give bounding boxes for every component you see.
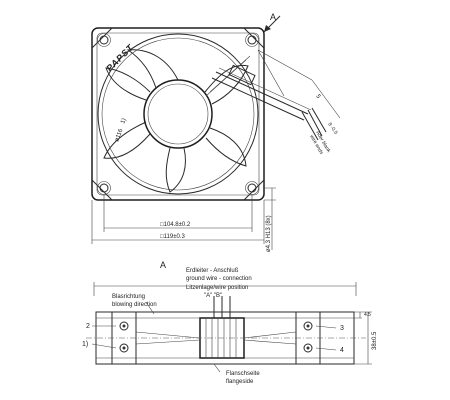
- wire-cable: 5 8 -0.5 Ader blank wire ends: [211, 49, 341, 156]
- hub-outer: [143, 79, 213, 149]
- dim-frame-size: □119±0.3: [160, 234, 185, 240]
- side-hole-lt: [119, 321, 129, 331]
- blade-edges: [135, 331, 297, 345]
- view-marker-bottom: A: [160, 260, 166, 270]
- view-arrow-head: [264, 25, 271, 32]
- flange-side-en: flangeside: [226, 379, 254, 385]
- view-marker-top: A: [270, 12, 276, 22]
- wire-line-a: [211, 77, 305, 121]
- right-label-4: 4: [340, 347, 344, 354]
- airflow-label-en: blowing direction: [112, 302, 157, 308]
- side-hole-lb-dot: [122, 346, 126, 350]
- front-view-dimensions: □104.8±0.2 □119±0.3 ø4.3 H13 (8x): [91, 187, 276, 252]
- cable-gland: [228, 64, 256, 86]
- diameter-note: 1): [120, 118, 127, 125]
- venturi-inner-ring: [101, 37, 255, 191]
- dim-hole-spacing: □104.8±0.2: [160, 222, 191, 228]
- support-strut: [205, 55, 251, 97]
- dim-extension-lines: [91, 194, 265, 244]
- depth-dimension: 38±0.5: [372, 331, 378, 350]
- flange-dim-lines: [354, 312, 362, 319]
- wire-dim-label: 5: [314, 94, 321, 101]
- ground-wire-en: ground wire - connection: [186, 276, 252, 282]
- blade-2: [204, 64, 249, 105]
- side-hole-rt-dot: [306, 324, 310, 328]
- wire-position-values: "A" "B": [204, 293, 222, 299]
- wire-position-label: Litzenlage/wire position: [186, 285, 248, 291]
- view-arrow-top: A: [263, 12, 281, 33]
- blade-6: [105, 67, 151, 101]
- fan-frame-inner-edge: [96, 32, 260, 196]
- mount-hole-bottom-left: [99, 183, 109, 193]
- brand-logo: PAPST: [104, 42, 136, 74]
- right-label-3: 3: [340, 325, 344, 332]
- side-hole-lb: [119, 343, 129, 353]
- side-hole-rb-dot: [306, 346, 310, 350]
- blade-3: [205, 127, 247, 167]
- mount-hole-boss-tl: [97, 33, 111, 47]
- wire-dimension-lines: [257, 49, 341, 119]
- side-top-dim-ticks: [93, 282, 357, 296]
- side-hole-rb: [303, 343, 313, 353]
- wire-line-b: [215, 71, 309, 115]
- airflow-label-de: Blasrichtung: [112, 294, 145, 300]
- mount-hole-bottom-right: [247, 183, 257, 193]
- mount-hole-top-left: [99, 35, 109, 45]
- wire-ends: [301, 107, 327, 141]
- dim-hole-diameter: ø4.3 H13 (8x): [266, 215, 272, 252]
- wire-end-dim: 8 -0.5: [326, 122, 338, 136]
- blade-5: [103, 121, 151, 159]
- dim-hole-leader: [264, 187, 276, 250]
- ground-wire-de: Erdleiter - Anschluß: [186, 268, 239, 274]
- frame-corner-chamfers: [91, 27, 265, 201]
- flange-thickness: 4.5: [364, 312, 371, 318]
- left-leaders: [91, 325, 117, 349]
- fan-frame-outline: [91, 27, 265, 201]
- diameter-label: ø116: [114, 128, 124, 143]
- side-hole-lt-dot: [122, 324, 126, 328]
- side-wire-exit: [213, 296, 231, 318]
- mount-hole-boss-tr: [245, 33, 259, 47]
- left-label-2: 2: [86, 323, 90, 330]
- fan-side-view: A Erdleiter - Anschluß ground wire - con…: [82, 260, 378, 385]
- fan-blades: [103, 49, 249, 193]
- left-label-1: 1): [82, 341, 88, 348]
- flange-side-de: Flanschseite: [226, 371, 260, 377]
- wire-line-c: [218, 67, 312, 111]
- venturi-outer-ring: [97, 33, 259, 195]
- side-hole-rt: [303, 321, 313, 331]
- fan-front-view: PAPST ø116 1): [91, 27, 265, 201]
- right-leaders: [315, 325, 337, 351]
- blade-1: [126, 49, 179, 89]
- flange-leader: [213, 363, 221, 373]
- hub-inner: [147, 83, 209, 145]
- blade-4: [165, 147, 186, 193]
- depth-dim-lines: [354, 311, 372, 365]
- mount-hole-top-right: [247, 35, 257, 45]
